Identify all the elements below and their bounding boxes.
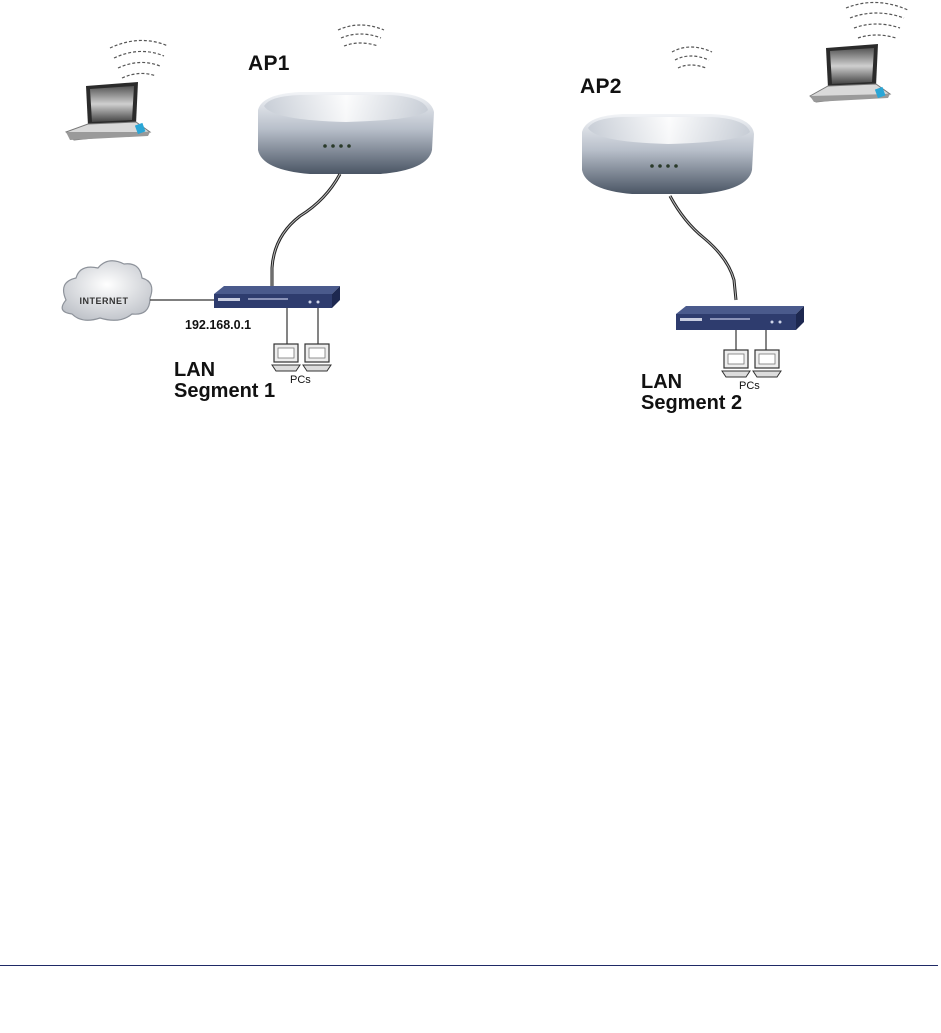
access-point-icon-ap2 <box>582 114 754 194</box>
wifi-waves-icon-left <box>110 40 168 78</box>
lan-segment-1-label: LAN Segment 1 <box>174 360 275 402</box>
pc-links-1 <box>287 308 318 344</box>
router1-ip-label: 192.168.0.1 <box>185 318 251 332</box>
internet-label: INTERNET <box>80 296 129 306</box>
lan-segment-2-line2: Segment 2 <box>641 393 742 414</box>
wifi-waves-icon-ap1 <box>338 25 384 46</box>
footer-divider <box>0 965 938 966</box>
pc-links-2 <box>736 330 766 350</box>
pc-icon-1b <box>303 344 331 371</box>
lan-segment-2-line1: LAN <box>641 372 742 393</box>
internet-cloud-icon <box>62 261 152 320</box>
lan-segment-2-label: LAN Segment 2 <box>641 372 742 414</box>
pc-icon-1a <box>272 344 300 371</box>
access-point-icon-ap1 <box>258 92 434 174</box>
wifi-waves-icon-ap2 <box>672 47 712 68</box>
ap1-label: AP1 <box>248 52 290 76</box>
wifi-waves-icon-right <box>846 2 908 38</box>
lan-segment-1-line2: Segment 1 <box>174 381 275 402</box>
router-icon-2 <box>676 306 804 330</box>
pcs-label-1: PCs <box>290 374 311 386</box>
router-icon-1 <box>214 286 340 308</box>
lan-segment-1-line1: LAN <box>174 360 275 381</box>
laptop-icon-left <box>66 82 150 140</box>
network-diagram: INTERNET <box>0 0 941 430</box>
pc-icon-2b <box>753 350 781 377</box>
cable-ap1 <box>272 174 340 292</box>
laptop-icon-right <box>810 44 890 102</box>
ap2-label: AP2 <box>580 75 622 99</box>
